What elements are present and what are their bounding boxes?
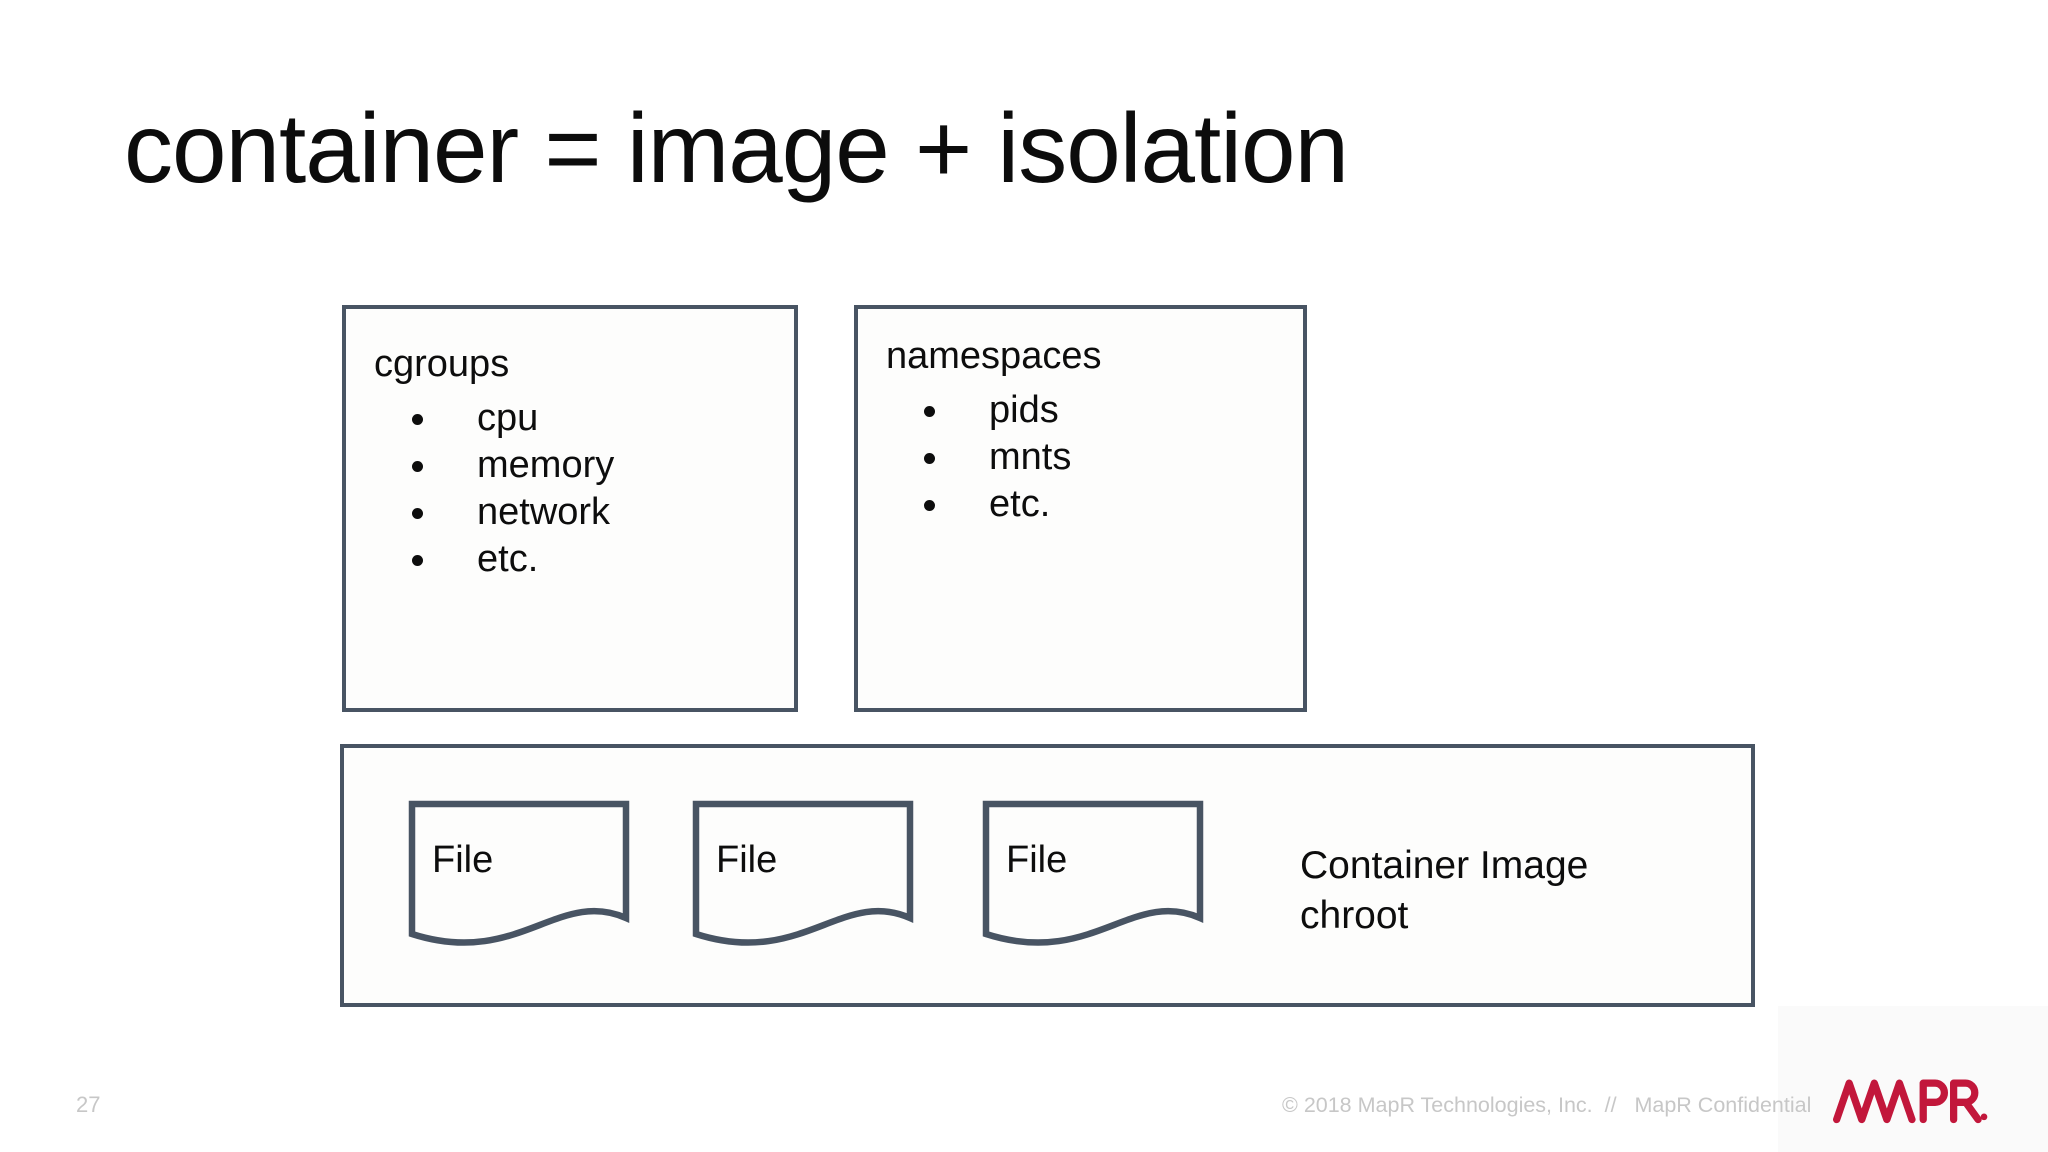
list-item: etc. [886,481,1289,528]
file-label: File [716,839,778,881]
document-icon [982,800,1204,946]
corner-shading [1778,1006,2048,1152]
namespaces-label: namespaces [886,335,1102,377]
list-item: cpu [374,395,780,442]
document-icon [408,800,630,946]
slide-title: container = image + isolation [124,93,1349,203]
cgroups-box: cgroups cpu memory network etc. [342,305,798,712]
document-icon [692,800,914,946]
file-label: File [432,839,494,881]
file-label: File [1006,839,1068,881]
file-shape: File [982,800,1204,956]
list-item: network [374,489,780,536]
file-shape: File [692,800,914,956]
cgroups-label: cgroups [374,343,510,385]
list-item: pids [886,387,1289,434]
container-image-caption: Container Image chroot [1300,844,1589,937]
list-item: mnts [886,434,1289,481]
list-item: etc. [374,536,780,583]
mapr-logo [1832,1079,1988,1124]
copyright-text: © 2018 MapR Technologies, Inc. // MapR C… [1282,1093,1812,1117]
cgroups-list: cpu memory network etc. [374,395,780,583]
page-number: 27 [76,1092,101,1117]
list-item: memory [374,442,780,489]
file-shape: File [408,800,630,956]
namespaces-list: pids mnts etc. [886,387,1289,528]
namespaces-box: namespaces pids mnts etc. [854,305,1307,712]
